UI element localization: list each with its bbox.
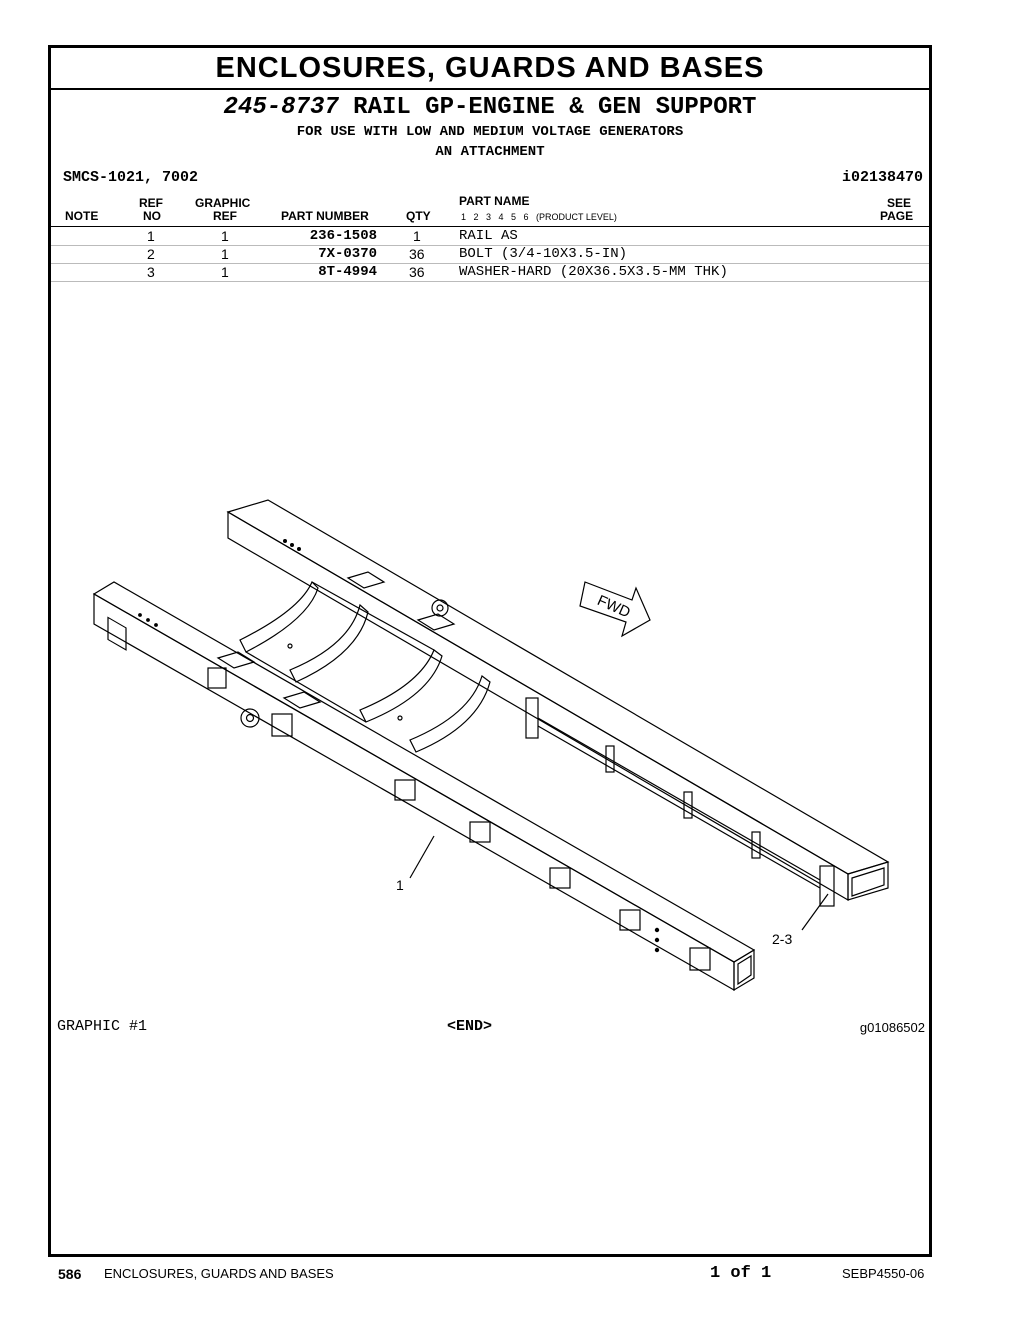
group-title: 245-8737 RAIL GP-ENGINE & GEN SUPPORT — [51, 94, 929, 121]
parts-table-header: NOTE REF NO GRAPHIC REF PART NUMBER QTY … — [51, 190, 929, 227]
back-rail — [226, 499, 890, 902]
ref-number: 3 — [147, 264, 155, 280]
page-number: 586 — [58, 1266, 82, 1282]
table-row: 2 1 7X-0370 36 BOLT (3/4-10X3.5-IN) — [51, 245, 929, 264]
col-see-line2: PAGE — [880, 209, 914, 223]
cradle-supports — [239, 580, 491, 753]
group-number: 245-8737 — [223, 94, 339, 121]
document-ident: i02138470 — [841, 169, 923, 186]
document-id: SEBP4550-06 — [842, 1266, 925, 1281]
col-note: NOTE — [65, 209, 99, 223]
graphic-ref: 1 — [221, 246, 229, 262]
section-title: ENCLOSURES, GUARDS AND BASES — [215, 52, 765, 84]
callout-1: 1 — [396, 877, 404, 893]
col-ref-line1: REF — [139, 196, 163, 210]
graphic-id: g01086502 — [859, 1020, 925, 1035]
part-number: 8T-4994 — [318, 264, 377, 280]
ref-number: 1 — [147, 228, 155, 244]
quantity: 36 — [409, 264, 425, 280]
callouts: 1 2-3 — [396, 835, 829, 947]
col-part-number: PART NUMBER — [281, 209, 369, 223]
table-row: 1 1 236-1508 1 RAIL AS — [51, 227, 929, 246]
col-see-line1: SEE — [887, 196, 912, 210]
part-name: BOLT (3/4-10X3.5-IN) — [459, 246, 628, 262]
graphic-ref: 1 — [221, 264, 229, 280]
group-name: RAIL GP-ENGINE & GEN SUPPORT — [353, 94, 757, 121]
page-frame: ENCLOSURES, GUARDS AND BASES 245-8737 RA… — [48, 45, 932, 1257]
subtitle-attachment: AN ATTACHMENT — [435, 144, 545, 160]
col-graphic-line2: REF — [213, 209, 237, 223]
ref-number: 2 — [147, 246, 155, 262]
quantity: 1 — [413, 228, 421, 244]
col-product-levels: 1 2 3 4 5 6 (PRODUCT LEVEL) — [461, 212, 617, 222]
page-of: 1 of 1 — [710, 1264, 772, 1283]
part-name: RAIL AS — [459, 228, 518, 244]
section-title-bar: ENCLOSURES, GUARDS AND BASES — [51, 48, 929, 90]
fwd-arrow: FWD — [579, 581, 651, 638]
part-name: WASHER-HARD (20X36.5X3.5-MM THK) — [459, 264, 728, 280]
subtitle-usage: FOR USE WITH LOW AND MEDIUM VOLTAGE GENE… — [296, 124, 684, 140]
col-ref-line2: NO — [143, 209, 161, 223]
rail-assembly-illustration: FWD 1 2-3 — [92, 499, 890, 992]
cross-brackets — [525, 697, 835, 907]
callout-2-3: 2-3 — [772, 931, 792, 947]
quantity: 36 — [409, 246, 425, 262]
part-number: 7X-0370 — [318, 246, 377, 262]
col-graphic-line1: GRAPHIC — [195, 196, 251, 210]
smcs-code: SMCS-1021, 7002 — [63, 169, 199, 186]
table-row: 3 1 8T-4994 36 WASHER-HARD (20X36.5X3.5-… — [51, 263, 929, 282]
part-number: 236-1508 — [309, 228, 377, 244]
graphic-label: GRAPHIC #1 — [57, 1018, 148, 1035]
footer-section: ENCLOSURES, GUARDS AND BASES — [104, 1266, 334, 1281]
col-qty: QTY — [406, 209, 431, 223]
end-marker: <END> — [447, 1018, 493, 1035]
col-part-name: PART NAME — [459, 194, 530, 208]
graphic-ref: 1 — [221, 228, 229, 244]
front-rail — [92, 581, 756, 992]
